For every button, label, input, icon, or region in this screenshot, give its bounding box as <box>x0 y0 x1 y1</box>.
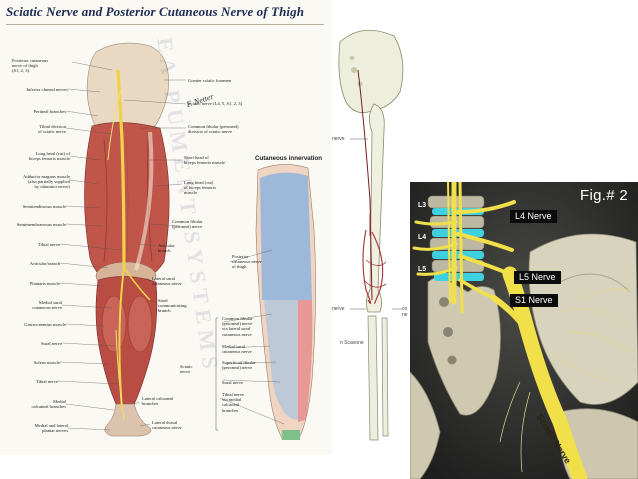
mid-label-nerve-top: nerve <box>332 136 345 142</box>
label-sural-communicating: Sural communicating branch <box>158 298 187 314</box>
leg-illustration <box>57 42 316 440</box>
inset-title: Cutaneous innervation <box>255 155 323 162</box>
lumbosacral-illustration <box>410 182 638 479</box>
label-articular-branch: Articular branch <box>29 261 60 266</box>
label-medial-calcaneal: Medial calcaneal branches <box>31 399 66 410</box>
inset-label-superficial-fibular: Superficial fibular (peroneal) nerve <box>222 360 256 371</box>
label-posterior-cutaneous-nerve: Posterior cutaneous nerve of thigh (S1, … <box>12 58 49 74</box>
label-short-head-biceps: Short head of biceps femoris muscle <box>184 155 226 166</box>
tag-s1-nerve: S1 Nerve <box>510 294 558 307</box>
label-sural-nerve: Sural nerve <box>40 341 62 346</box>
label-plantaris: Plantaris muscle <box>29 281 60 286</box>
level-l4: L4 <box>418 234 427 241</box>
pelvis-femur-illustration <box>338 29 404 441</box>
figure-2-panel: Fig.# 2 L4 Nerve L5 Nerve S1 Nerve L3 L4… <box>410 182 638 479</box>
label-common-fibular-division: Common fibular (peroneal) division of sc… <box>188 124 239 135</box>
label-tibial-nerve-lower: Tibial nerve <box>35 379 58 384</box>
inset-label-sural-nerve: Sural nerve <box>222 380 244 385</box>
label-plantar-nerves: Medial and lateral plantar nerves <box>34 423 68 434</box>
inset-label-sciatic-nerve: Sciatic nerve <box>180 364 193 375</box>
label-lateral-calcaneal: Lateral calcaneal branches <box>142 396 174 407</box>
label-tibial-nerve: Tibial nerve <box>37 242 60 247</box>
label-semitendinosus: Semitendinosus muscle <box>22 204 66 209</box>
label-greater-sciatic-foramen: Greater sciatic foramen <box>188 78 232 83</box>
label-adductor-magnus: Adductor magnus muscle (also partially s… <box>23 174 70 190</box>
label-long-head-biceps: Long head (cut) of biceps femoris muscle <box>28 151 70 162</box>
mid-label-nerve-bottom: nerve <box>332 306 345 312</box>
label-sciatic-nerve: Sciatic nerve (L4, 5, S1, 2, 3) <box>188 101 243 106</box>
label-perineal-branches: Perineal branches <box>33 109 66 114</box>
label-lateral-dorsal-cutaneous: Lateral dorsal cutaneous nerve <box>152 420 182 431</box>
label-semimembranosus: Semimembranosus muscle <box>16 222 66 227</box>
inset-label-common-fibular: Common fibular (peroneal) nerve via late… <box>222 316 253 337</box>
label-tibial-division: Tibial division of sciatic nerve <box>37 124 66 135</box>
plate-title: Sciatic Nerve and Posterior Cutaneous Ne… <box>6 4 305 19</box>
inset-label-posterior-cutaneous: Posterior cutaneous nerve of thigh <box>232 254 262 270</box>
inset-label-tibial-nerve: Tibial nerve via medial calcaneal branch… <box>222 392 245 413</box>
tag-l4-nerve: L4 Nerve <box>510 210 557 223</box>
label-soleus: Soleus muscle <box>33 360 60 365</box>
mid-credit: n Scavone <box>340 340 364 346</box>
label-medial-sural-cutaneous: Medial sural cutaneous nerve <box>32 300 62 311</box>
level-l5: L5 <box>418 266 427 273</box>
figure-title: Fig.# 2 <box>580 187 628 204</box>
label-lateral-sural-cutaneous: Lateral sural cutaneous nerve <box>152 276 182 287</box>
title-divider <box>6 24 324 25</box>
mid-label-common: co ne <box>402 306 408 318</box>
label-inferior-cluneal-nerves: Inferior cluneal nerves <box>26 87 68 92</box>
inset-label-medial-sural: Medial sural cutaneous nerve <box>222 344 252 355</box>
label-long-head-biceps-right: Long head (cut) of biceps femoris muscle <box>184 180 216 196</box>
label-common-fibular-nerve: Common fibular (peroneal) nerve <box>172 219 203 230</box>
anatomy-plate: Sciatic Nerve and Posterior Cutaneous Ne… <box>0 0 332 455</box>
level-l3: L3 <box>418 202 427 209</box>
label-articular-branch-right: Articular branch <box>158 243 175 254</box>
tag-l5-nerve: L5 Nerve <box>514 271 561 284</box>
skeleton-diagram: nerve nerve co ne n Scavone <box>332 0 410 479</box>
label-gastrocnemius: Gastrocnemius muscle <box>24 322 66 327</box>
